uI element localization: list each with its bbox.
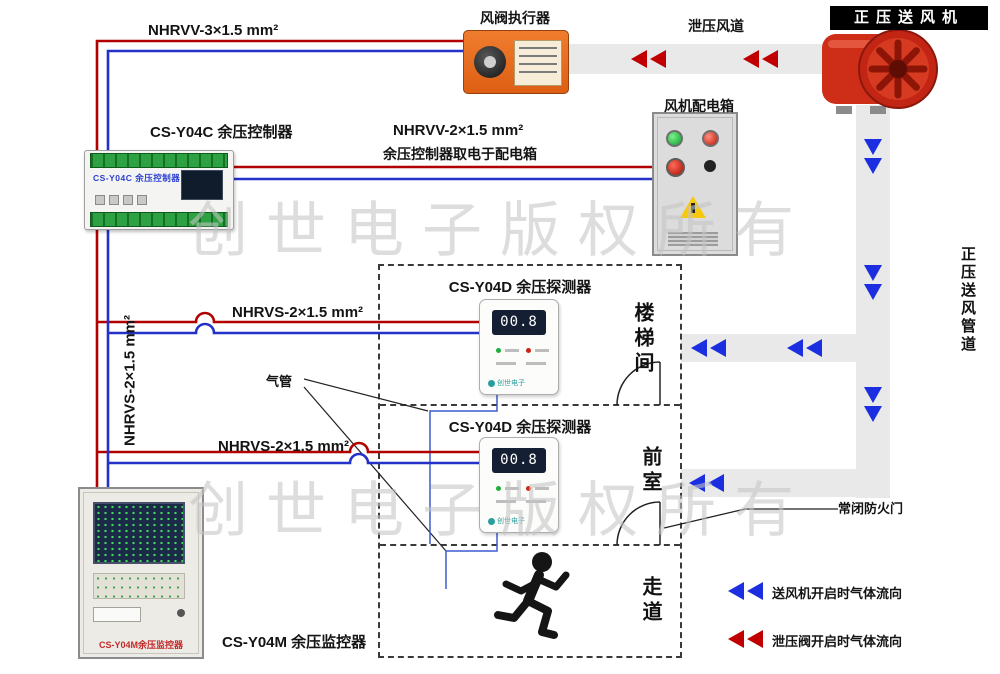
brand-logo-text: 创世电子 [497, 518, 525, 525]
pressure-detector-stairwell: 00.8 创世电子 [479, 299, 559, 395]
monitor-printer-slot [93, 607, 141, 622]
detector-label-text [535, 487, 549, 490]
detector-label-text [505, 487, 519, 490]
actuator-nameplate [514, 40, 562, 86]
pressure-monitor-device: CS-Y04M余压监控器 [78, 487, 204, 659]
hazard-warning-icon [680, 196, 706, 218]
brand-logo-icon [488, 517, 495, 525]
room-label-stairwell: 楼梯间 [631, 302, 653, 377]
detector-label-text [496, 500, 516, 503]
detector-title-1: CS-Y04D 余压探测器 [448, 279, 592, 296]
brand-logo: 创世电子 [488, 516, 525, 526]
brand-logo: 创世电子 [488, 378, 525, 388]
cable-label-nhrvv3: NHRVV-3×1.5 mm² [148, 22, 279, 39]
detector-label-text [535, 349, 549, 352]
legend-supply-text: 送风机开启时气体流向 [772, 586, 903, 601]
detector-led-red [526, 486, 531, 491]
controller-faceplate-text: CS-Y04C 余压控制器 [93, 173, 181, 183]
detector-led-green [496, 486, 501, 491]
room-label-frontroom: 前室 [639, 446, 661, 496]
supply-flow-arrow-left [689, 474, 724, 492]
power-box-door [657, 117, 733, 251]
controller-label: CS-Y04C 余压控制器 [150, 124, 293, 141]
detector-label-text [496, 362, 516, 365]
vent-grille [668, 232, 718, 246]
fan-title-plate: 正压送风机 [830, 6, 988, 30]
room-label-corridor: 走道 [639, 576, 661, 626]
air-tube-label: 气管 [266, 374, 293, 389]
controller-buttons [95, 195, 147, 205]
detector-led-red [526, 348, 531, 353]
pressure-controller-device: CS-Y04C 余压控制器 [84, 150, 234, 230]
terminal-strip [90, 212, 228, 227]
legend-relief-text: 泄压阀开启时气体流向 [772, 634, 903, 649]
damper-actuator [463, 30, 569, 94]
actuator-knob-icon [474, 46, 506, 78]
supply-flow-arrow-left [787, 339, 822, 357]
relief-duct [560, 44, 835, 74]
relief-flow-arrow [743, 50, 778, 68]
running-person-icon [494, 552, 570, 639]
cable-label-nhrvs-1: NHRVS-2×1.5 mm² [232, 304, 364, 321]
relief-flow-arrow [631, 50, 666, 68]
detector-display: 00.8 [492, 448, 546, 473]
selector-knob [704, 160, 716, 172]
monitor-bezel [83, 492, 199, 654]
monitor-label: CS-Y04M 余压监控器 [222, 634, 367, 651]
wall-frontroom-corridor [380, 544, 680, 546]
detector-label-text [526, 500, 546, 503]
supply-flow-arrow-down [864, 265, 882, 300]
green-indicator-light [666, 130, 683, 147]
actuator-label: 风阀执行器 [480, 10, 550, 26]
cable-label-nhrvv2: NHRVV-2×1.5 mm² [393, 122, 524, 139]
supply-flow-arrow-left [691, 339, 726, 357]
brand-logo-icon [488, 379, 495, 387]
wall-stairwell-frontroom [380, 404, 680, 406]
power-box-label: 风机配电箱 [664, 98, 734, 114]
controller-lcd [181, 170, 223, 200]
supply-fan [822, 29, 938, 114]
fire-door-pointer-line [663, 508, 838, 529]
brand-logo-text: 创世电子 [497, 380, 525, 387]
cable-note: 余压控制器取电于配电箱 [383, 146, 537, 162]
cable-label-nhrvs-vertical: NHRVS-2×1.5 mm² [121, 314, 139, 447]
detector-label-text [505, 349, 519, 352]
legend-relief-arrow-icon [728, 630, 763, 648]
red-push-button [666, 158, 685, 177]
monitor-screen [93, 502, 185, 564]
cable-label-nhrvs-2: NHRVS-2×1.5 mm² [218, 438, 350, 455]
detector-led-green [496, 348, 501, 353]
monitor-led-panel [93, 573, 185, 599]
red-indicator-light [702, 130, 719, 147]
legend-supply-arrow-icon [728, 582, 763, 600]
supply-flow-arrow-down [864, 387, 882, 422]
fire-door-label: 常闭防火门 [838, 501, 904, 516]
pressure-detector-frontroom: 00.8 创世电子 [479, 437, 559, 533]
supply-flow-arrow-down [864, 139, 882, 174]
detector-display: 00.8 [492, 310, 546, 335]
relief-duct-label: 泄压风道 [688, 18, 744, 34]
monitor-keyhole [177, 609, 185, 617]
detector-label-text [526, 362, 546, 365]
detector-title-2: CS-Y04D 余压探测器 [448, 419, 592, 436]
terminal-strip [90, 153, 228, 168]
monitor-nameplate-text: CS-Y04M余压监控器 [98, 640, 183, 650]
fan-power-box [652, 112, 738, 256]
supply-duct-label: 正压送风管道 [959, 246, 976, 354]
